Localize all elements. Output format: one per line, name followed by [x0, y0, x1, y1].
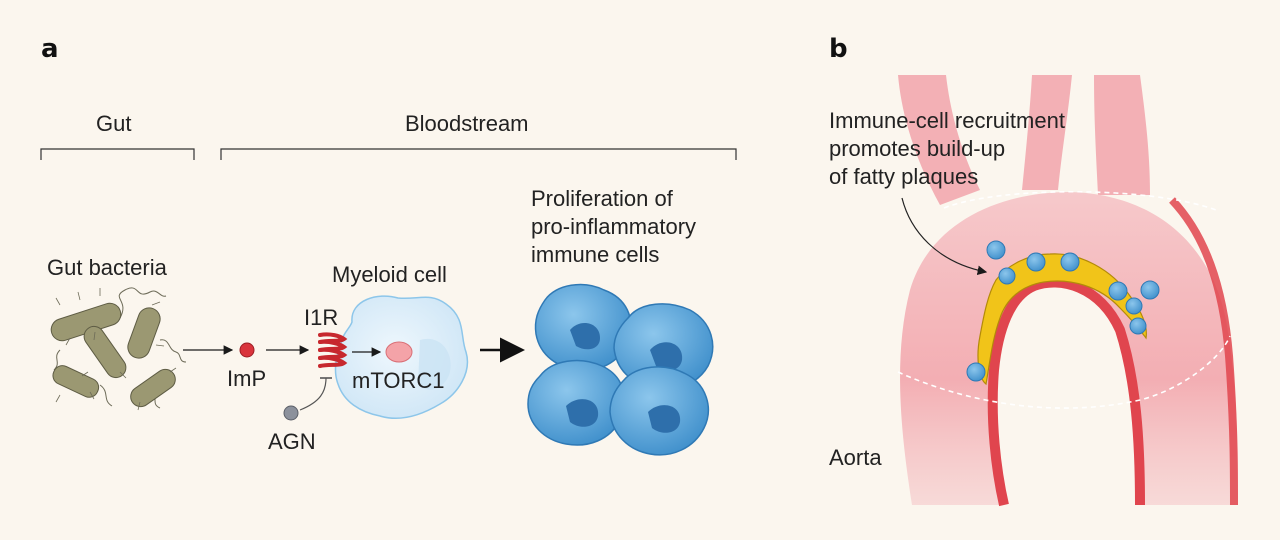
plaque-immune-cells: [966, 240, 1160, 382]
aorta-branch: [1094, 75, 1150, 195]
immune-cell: [1108, 281, 1128, 301]
annotation-line-2: promotes build-up: [829, 136, 1006, 161]
section-dash: [897, 335, 1231, 409]
myeloid-cell-label: Myeloid cell: [332, 262, 447, 287]
immune-cell: [998, 267, 1016, 285]
aortic-arch: [900, 192, 1238, 505]
annotation-line-1: Immune-cell recruitment: [829, 108, 1065, 133]
proliferation-label-line-1: Proliferation of: [531, 186, 673, 211]
immune-cell-cluster: [527, 283, 714, 456]
bacterium: [52, 365, 100, 398]
aorta-branch: [1022, 75, 1072, 190]
mtorc1-label: mTORC1: [352, 368, 445, 393]
immune-cell: [1129, 317, 1147, 335]
immune-cell: [1140, 280, 1160, 300]
aorta-branch: [898, 75, 980, 205]
aorta-outer-wall: [1169, 197, 1238, 506]
panel-b-letter: b: [829, 34, 848, 64]
immune-cell-nucleus: [566, 399, 599, 427]
agn-label: AGN: [268, 429, 316, 454]
immune-cell-nucleus: [570, 323, 600, 350]
bloodstream-bracket: [220, 148, 737, 160]
immune-cell-nucleus: [648, 405, 681, 433]
annotation-line-3: of fatty plaques: [829, 164, 979, 189]
section-dash: [943, 190, 1217, 211]
proliferation-label-line-2: pro-inflammatory: [531, 214, 697, 239]
i1r-label: I1R: [304, 305, 339, 330]
imp-label: ImP: [227, 366, 267, 391]
cell-nucleus: [418, 338, 451, 390]
gut-bacteria-illustration: [50, 287, 187, 411]
bloodstream-label: Bloodstream: [405, 111, 529, 136]
agn-inhibition-line: [299, 377, 327, 411]
aorta-illustration: [897, 75, 1238, 507]
bacterium: [83, 325, 127, 379]
gut-bacteria-label: Gut bacteria: [47, 255, 167, 280]
immune-cell: [1026, 252, 1046, 272]
i1r-receptor: [318, 332, 348, 368]
aorta-inner-wall: [987, 277, 1145, 507]
annotation-arrow: [901, 197, 988, 276]
bacterium: [127, 307, 161, 359]
immune-cell-nucleus: [650, 342, 683, 371]
immune-cell: [966, 362, 986, 382]
proliferation-label-line-3: immune cells: [531, 242, 660, 267]
gut-bracket: [40, 148, 195, 160]
bacterium: [130, 368, 176, 408]
gut-label: Gut: [96, 111, 132, 136]
panel-a-letter: a: [41, 34, 59, 64]
immune-cell: [1125, 297, 1143, 315]
immune-cell: [986, 240, 1006, 260]
agn-molecule: [283, 405, 299, 421]
aorta-label: Aorta: [829, 445, 882, 470]
imp-molecule: [239, 342, 255, 358]
mtorc1-organelle: [385, 341, 413, 363]
immune-cell: [1060, 252, 1080, 272]
